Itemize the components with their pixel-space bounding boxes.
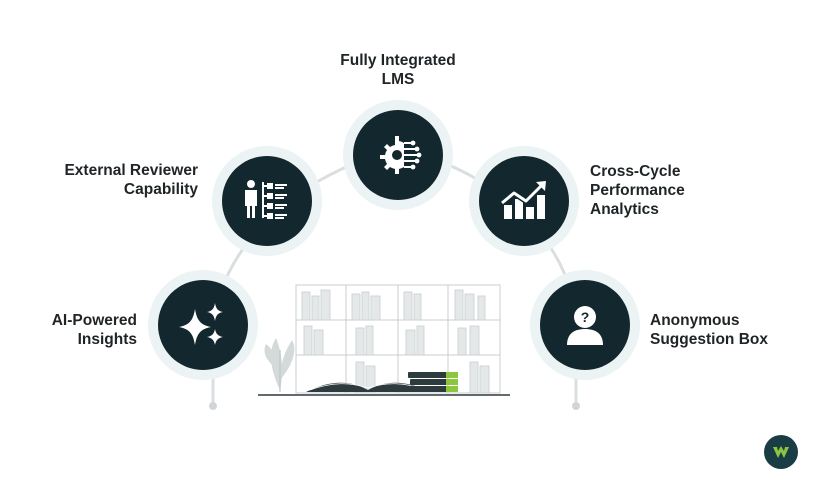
label-analytics-line-1: Cross-Cycle	[590, 163, 681, 180]
node-external-reviewer	[212, 146, 322, 256]
person-checklist-icon	[245, 180, 287, 219]
gear-circuit-icon	[380, 136, 422, 174]
label-analytics-line-2: Performance	[590, 182, 685, 199]
label-analytics-line-3: Analytics	[590, 201, 659, 218]
brand-logo-icon	[764, 435, 798, 469]
sparkle-icon	[179, 303, 223, 345]
label-anonymous: Anonymous Suggestion Box	[650, 311, 810, 349]
node-anonymous: ?	[530, 270, 640, 380]
arc-end-dot-left	[209, 402, 217, 410]
label-lms: Fully Integrated LMS	[310, 51, 486, 89]
label-external-line-2: Capability	[123, 181, 198, 198]
anonymous-person-icon: ?	[567, 306, 603, 345]
arc-end-dot-right	[572, 402, 580, 410]
label-ai-line-1: AI-Powered	[51, 312, 137, 329]
node-lms	[343, 100, 453, 210]
label-lms-line-1: Fully Integrated	[340, 52, 456, 69]
label-anonymous-line-1: Anonymous	[650, 312, 740, 329]
bar-chart-trend-icon	[500, 181, 546, 219]
label-ai-insights: AI-Powered Insights	[20, 311, 137, 349]
label-lms-line-2: LMS	[381, 71, 415, 88]
brand-logo-mark	[773, 446, 789, 458]
svg-text:?: ?	[581, 309, 590, 325]
label-external-line-1: External Reviewer	[64, 162, 198, 179]
label-ai-line-2: Insights	[77, 331, 137, 348]
label-anonymous-line-2: Suggestion Box	[650, 331, 768, 348]
node-analytics	[469, 146, 579, 256]
label-analytics: Cross-Cycle Performance Analytics	[590, 162, 770, 219]
label-external-reviewer: External Reviewer Capability	[20, 161, 198, 199]
node-ai-insights	[148, 270, 258, 380]
